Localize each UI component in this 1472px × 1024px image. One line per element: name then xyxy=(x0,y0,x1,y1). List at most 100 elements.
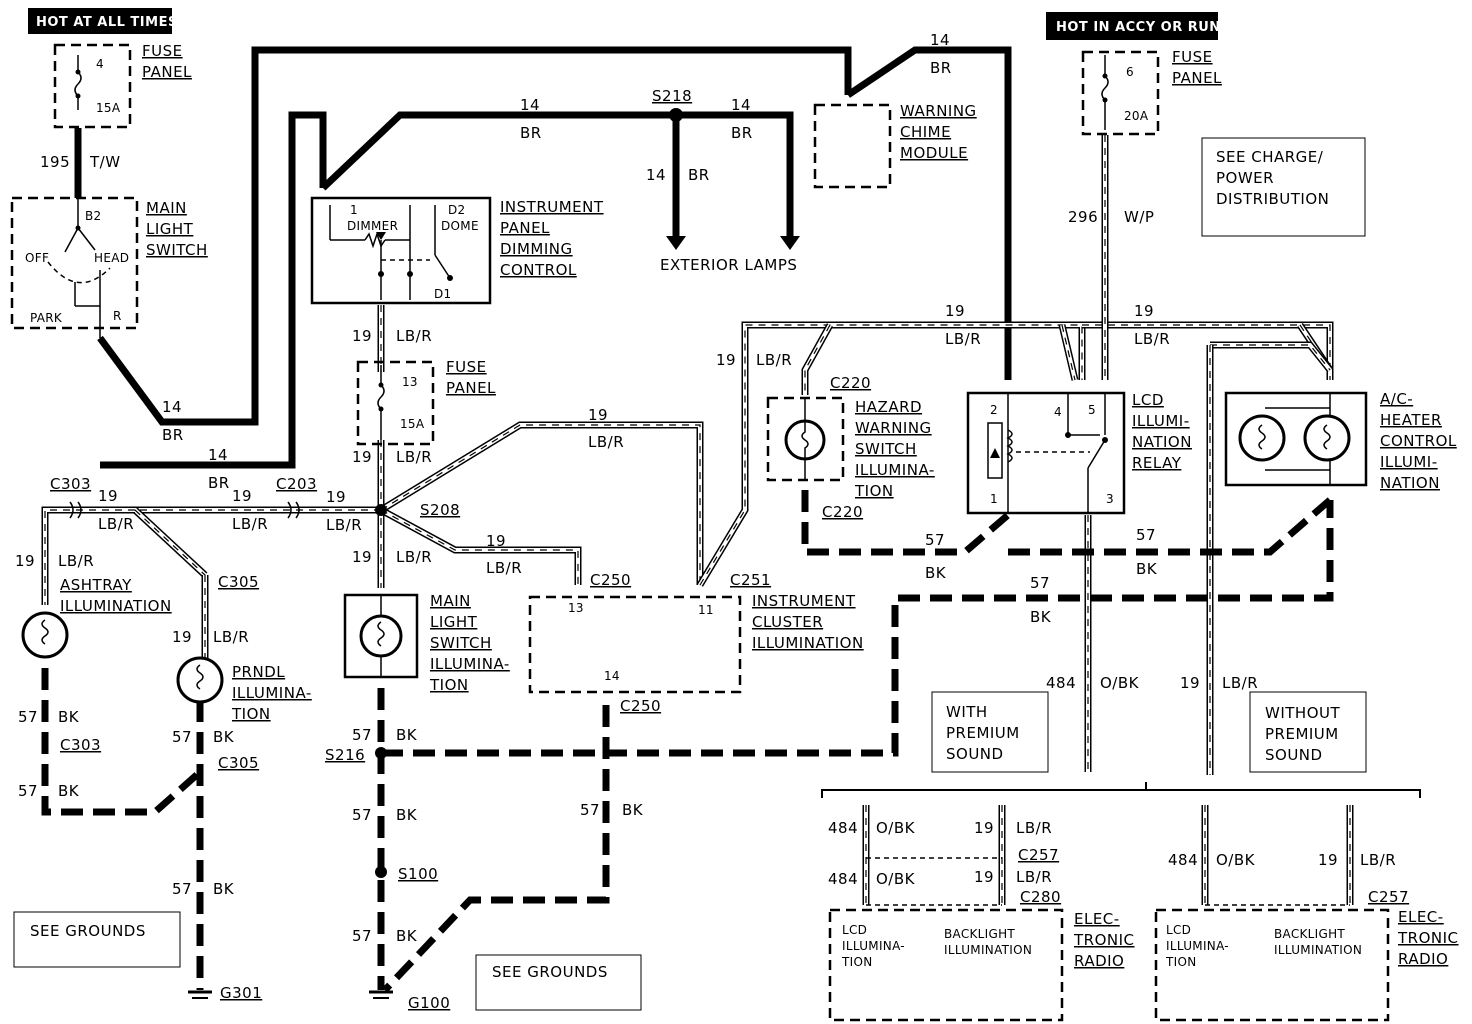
wire-label-bk: BK xyxy=(396,927,418,945)
fuse-4-number: 4 xyxy=(96,57,104,71)
fuse-panel-4: 4 15A xyxy=(53,43,132,129)
connector-c203-symbol xyxy=(287,501,300,519)
charge-note-line-3: DISTRIBUTION xyxy=(1216,190,1329,208)
lbr-wire-segment xyxy=(1082,324,1331,380)
radio-premium-label-3: RADIO xyxy=(1074,952,1124,970)
wire-label-19: 19 xyxy=(1134,302,1154,320)
mls-illum-label-2: LIGHT xyxy=(430,613,478,631)
fuse-4-amps: 15A xyxy=(96,101,121,115)
wire-label-14: 14 xyxy=(646,166,666,184)
splice-s218-label: S218 xyxy=(652,87,692,105)
radio-premium-label-2: TRONIC xyxy=(1073,931,1135,949)
main-light-switch: B2 OFF HEAD PARK R xyxy=(10,196,139,338)
svg-text:4: 4 xyxy=(1054,405,1062,419)
svg-text:1: 1 xyxy=(350,203,358,217)
wire-label-19: 19 xyxy=(352,327,372,345)
lbr-wire-segment xyxy=(699,324,1083,586)
warning-chime-label-1: WARNING xyxy=(900,102,977,120)
wire-label-lbr: LB/R xyxy=(1360,851,1396,869)
wire-label-lbr: LB/R xyxy=(396,548,432,566)
with-premium-line-2: PREMIUM xyxy=(946,724,1020,742)
wire-label-19: 19 xyxy=(232,487,252,505)
wire-label-br: BR xyxy=(520,124,542,142)
lbr-wire-segment xyxy=(1061,324,1076,381)
connector-c250-top: C250 xyxy=(590,571,631,589)
wire-label-19: 19 xyxy=(15,552,35,570)
splice-s216-dot xyxy=(375,747,387,759)
wire-label-lbr: LB/R xyxy=(1134,330,1170,348)
warning-chime-label-2: CHIME xyxy=(900,123,951,141)
see-grounds-center: SEE GROUNDS xyxy=(492,963,608,981)
instrument-cluster-illumination: 13 11 14 xyxy=(528,595,742,694)
wire-label-484: 484 xyxy=(1046,674,1076,692)
wire-label-bk: BK xyxy=(925,564,947,582)
lbr-wire-segment xyxy=(804,324,831,395)
svg-text:ILLUMINA-: ILLUMINA- xyxy=(1166,939,1229,953)
connector-c250-bottom: C250 xyxy=(620,697,661,715)
wire-label-57: 57 xyxy=(580,801,600,819)
radio-standard-label-3: RADIO xyxy=(1398,950,1448,968)
lcd-relay-label-3: NATION xyxy=(1132,433,1192,451)
ac-heater-label-2: HEATER xyxy=(1380,411,1442,429)
wire-label-57: 57 xyxy=(352,927,372,945)
bk-ground-wires xyxy=(41,490,1334,993)
wire-label-bk: BK xyxy=(58,782,80,800)
lbr-wire-segment xyxy=(134,509,206,576)
wire-label-57: 57 xyxy=(18,708,38,726)
svg-text:B2: B2 xyxy=(85,209,101,223)
svg-text:OFF: OFF xyxy=(25,251,49,265)
svg-text:6: 6 xyxy=(1126,65,1134,79)
wire-label-bk: BK xyxy=(58,708,80,726)
svg-text:2: 2 xyxy=(990,403,998,417)
wire-label-bk: BK xyxy=(622,801,644,819)
prndl-label-3: TION xyxy=(231,705,271,723)
wire-label-br: BR xyxy=(688,166,710,184)
electronic-radio-premium: LCD ILLUMINA- TION BACKLIGHT ILLUMINATIO… xyxy=(828,908,1064,1022)
splice-s208-dot xyxy=(375,504,387,516)
wire-label-57: 57 xyxy=(1136,526,1156,544)
svg-text:TION: TION xyxy=(1165,955,1197,969)
wire-label-484: 484 xyxy=(1168,851,1198,869)
svg-text:ILLUMINATION: ILLUMINATION xyxy=(1274,943,1362,957)
ground-g301-symbol xyxy=(188,990,212,999)
with-premium-line-1: WITH xyxy=(946,703,988,721)
main-light-switch-label-3: SWITCH xyxy=(146,241,208,259)
wire-label-br: BR xyxy=(731,124,753,142)
connector-c305-top: C305 xyxy=(218,573,259,591)
lcd-relay-label-4: RELAY xyxy=(1132,454,1182,472)
warning-chime-module xyxy=(813,103,892,189)
svg-text:LCD: LCD xyxy=(1166,923,1191,937)
lbr-wires xyxy=(41,135,1354,905)
wire-label-57: 57 xyxy=(925,531,945,549)
wire-label-bk: BK xyxy=(396,806,418,824)
svg-text:DOME: DOME xyxy=(441,219,479,233)
hazard-label-3: SWITCH xyxy=(855,440,917,458)
connector-c203: C203 xyxy=(276,475,317,493)
svg-text:15A: 15A xyxy=(400,417,425,431)
ip-dimming-label-4: CONTROL xyxy=(500,261,577,279)
wire-label-obk: O/BK xyxy=(876,819,916,837)
wire-label-lbr: LB/R xyxy=(588,433,624,451)
with-premium-line-3: SOUND xyxy=(946,745,1004,763)
connector-c303-top: C303 xyxy=(50,475,91,493)
svg-text:D2: D2 xyxy=(448,203,465,217)
charge-note-line-2: POWER xyxy=(1216,169,1274,187)
lcd-illumination-relay: 2 4 5 1 3 xyxy=(966,391,1126,515)
wire-label-14: 14 xyxy=(162,398,182,416)
wire-195-number: 195 xyxy=(40,153,70,171)
splice-s100-dot xyxy=(375,866,387,878)
see-grounds-left: SEE GROUNDS xyxy=(30,922,146,940)
svg-text:D1: D1 xyxy=(434,287,451,301)
wire-label-14: 14 xyxy=(930,31,950,49)
splice-s208-label: S208 xyxy=(420,501,460,519)
svg-text:ILLUMINATION: ILLUMINATION xyxy=(944,943,1032,957)
connector-c257: C257 xyxy=(1018,846,1059,864)
fuse-6-label-1: FUSE xyxy=(1172,48,1213,66)
wire-label-19: 19 xyxy=(716,351,736,369)
ground-g100-label: G100 xyxy=(408,994,450,1012)
mls-illum-label-3: SWITCH xyxy=(430,634,492,652)
lcd-relay-label-2: ILLUMI- xyxy=(1132,412,1190,430)
svg-text:14: 14 xyxy=(604,669,620,683)
wire-label-484: 484 xyxy=(828,870,858,888)
wire-label-bk: BK xyxy=(1030,608,1052,626)
